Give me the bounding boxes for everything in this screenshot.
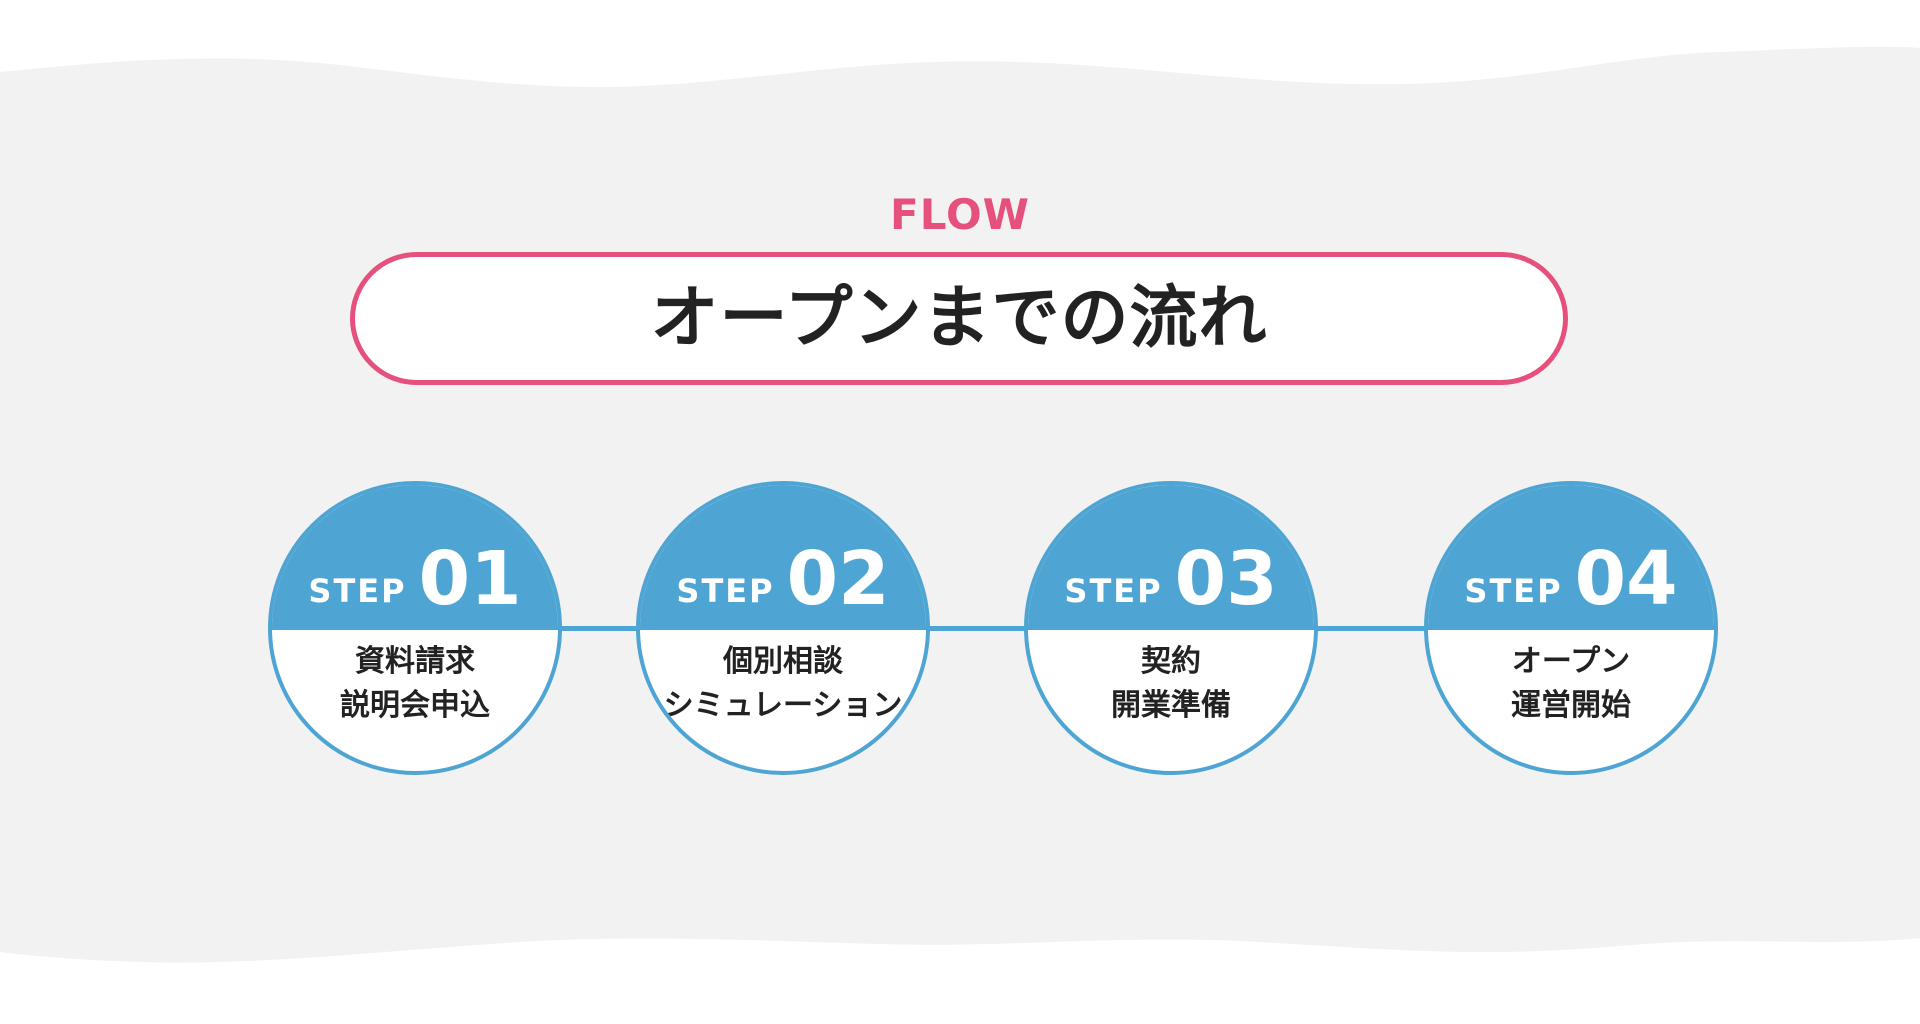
step-text-line2: シミュレーション [663, 687, 903, 723]
step-number: 03 [1174, 536, 1278, 622]
step-header: STEP 04 [1428, 485, 1714, 630]
step-text-line1: オープン [1511, 644, 1631, 679]
section-title-pill: オープンまでの流れ [350, 252, 1568, 385]
step-body: オープン 運営開始 [1428, 630, 1714, 771]
step-number: 04 [1574, 536, 1678, 622]
step-circle-02: STEP 02 個別相談 シミュレーション [636, 481, 930, 775]
step-label: STEP [1464, 572, 1563, 610]
step-number: 02 [786, 536, 890, 622]
step-text-line1: 資料請求 [355, 644, 475, 679]
step-header: STEP 01 [272, 485, 558, 630]
step-circle-04: STEP 04 オープン 運営開始 [1424, 481, 1718, 775]
step-circle-01: STEP 01 資料請求 説明会申込 [268, 481, 562, 775]
step-text-line1: 契約 [1141, 644, 1201, 679]
section-title: オープンまでの流れ [650, 278, 1268, 358]
section-eyebrow: FLOW [890, 190, 1030, 239]
step-text-line2: 開業準備 [1111, 687, 1231, 723]
step-label: STEP [308, 572, 407, 610]
step-body: 契約 開業準備 [1028, 630, 1314, 771]
step-number: 01 [418, 536, 522, 622]
step-label: STEP [676, 572, 775, 610]
step-header: STEP 03 [1028, 485, 1314, 630]
step-label: STEP [1064, 572, 1163, 610]
step-header: STEP 02 [640, 485, 926, 630]
step-text-line2: 説明会申込 [340, 687, 490, 723]
step-connector-line [400, 626, 1620, 631]
step-body: 資料請求 説明会申込 [272, 630, 558, 771]
step-text-line2: 運営開始 [1511, 687, 1631, 723]
step-text-line1: 個別相談 [723, 644, 843, 679]
step-body: 個別相談 シミュレーション [640, 630, 926, 771]
step-circle-03: STEP 03 契約 開業準備 [1024, 481, 1318, 775]
